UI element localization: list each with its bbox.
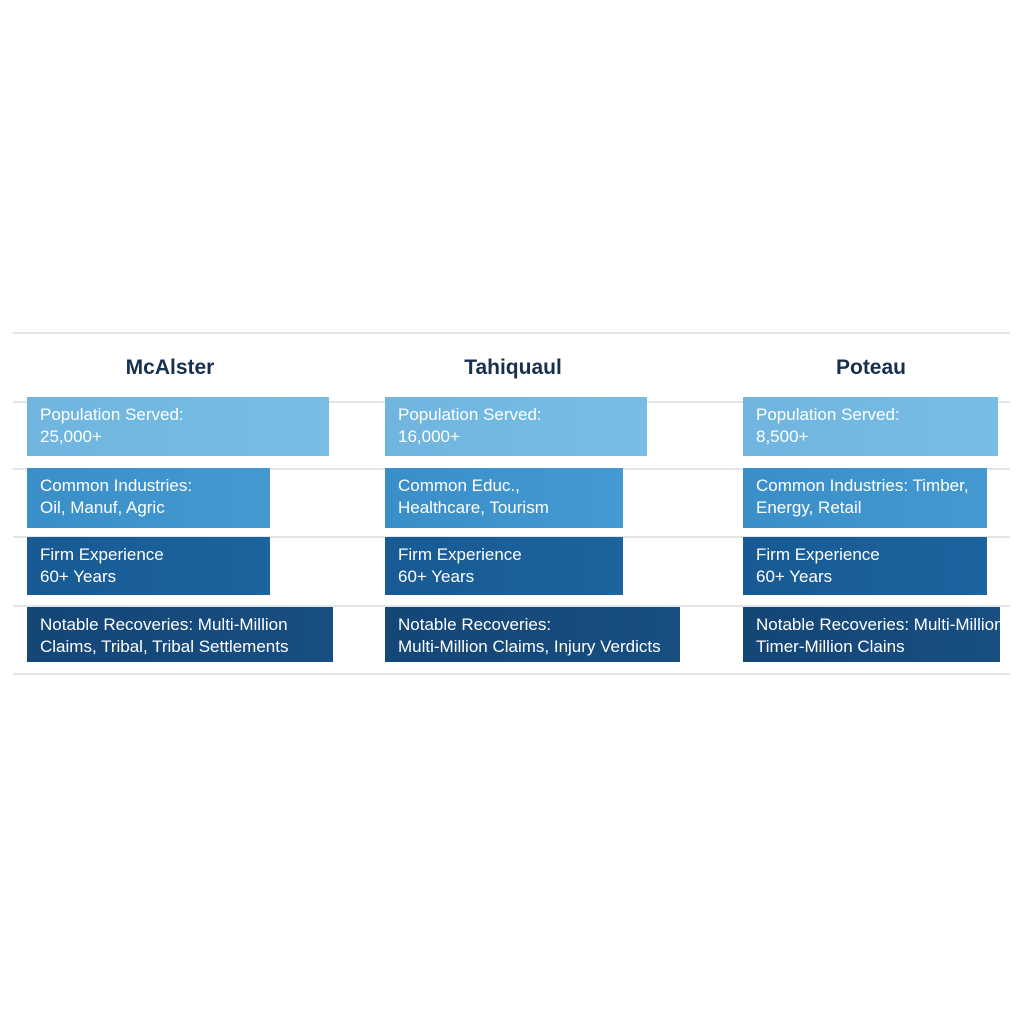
cell-label: Notable Recoveries: Multi-Million <box>756 615 1000 634</box>
divider <box>13 673 1010 675</box>
cell-value: 25,000+ <box>40 427 102 446</box>
cell-value: Timer-Million Clains <box>756 637 905 656</box>
cell-label: Population Served: <box>398 405 542 424</box>
population-cell: Population Served: 16,000+ <box>385 397 647 456</box>
cell-value: Oil, Manuf, Agric <box>40 498 165 517</box>
cell-label: Notable Recoveries: <box>398 615 552 634</box>
cell-label: Population Served: <box>756 405 900 424</box>
experience-cell: Firm Experience 60+ Years <box>385 537 623 595</box>
cell-label: Common Industries: <box>40 476 193 495</box>
cell-label: Firm Experience <box>756 545 880 564</box>
recoveries-cell: Notable Recoveries: Multi-Million Claims,… <box>385 607 680 662</box>
experience-cell: Firm Experience 60+ Years <box>743 537 987 595</box>
industries-cell: Common Industries: Oil, Manuf, Agric <box>27 468 270 528</box>
cell-value: 16,000+ <box>398 427 460 446</box>
cell-value: 8,500+ <box>756 427 809 446</box>
cell-value: Healthcare, Tourism <box>398 498 549 517</box>
column-heading-poteau: Poteau <box>835 356 906 379</box>
column-heading-tahiquaul: Tahiquaul <box>464 356 562 379</box>
cell-label: Notable Recoveries: Multi-Million <box>40 615 288 634</box>
cell-label: Firm Experience <box>398 545 522 564</box>
industries-cell: Common Educ., Healthcare, Tourism <box>385 468 623 528</box>
cell-value: 60+ Years <box>398 567 475 586</box>
cell-label: Common Industries: Timber, <box>756 476 969 495</box>
population-cell: Population Served: 8,500+ <box>743 397 998 456</box>
population-cell: Population Served: 25,000+ <box>27 397 329 456</box>
cell-label: Population Served: <box>40 405 184 424</box>
cell-value: Energy, Retail <box>756 498 862 517</box>
cell-label: Firm Experience <box>40 545 164 564</box>
divider <box>13 605 1010 607</box>
industries-cell: Common Industries: Timber, Energy, Retail <box>743 468 987 528</box>
cell-value: Claims, Tribal, Tribal Settlements <box>40 637 289 656</box>
experience-cell: Firm Experience 60+ Years <box>27 537 270 595</box>
divider <box>13 332 1010 334</box>
cell-value: Multi-Million Claims, Injury Verdicts <box>398 637 661 656</box>
cell-value: 60+ Years <box>40 567 117 586</box>
column-heading-mcalster: McAlster <box>125 356 215 379</box>
cell-label: Common Educ., <box>398 476 520 495</box>
cell-value: 60+ Years <box>756 567 833 586</box>
